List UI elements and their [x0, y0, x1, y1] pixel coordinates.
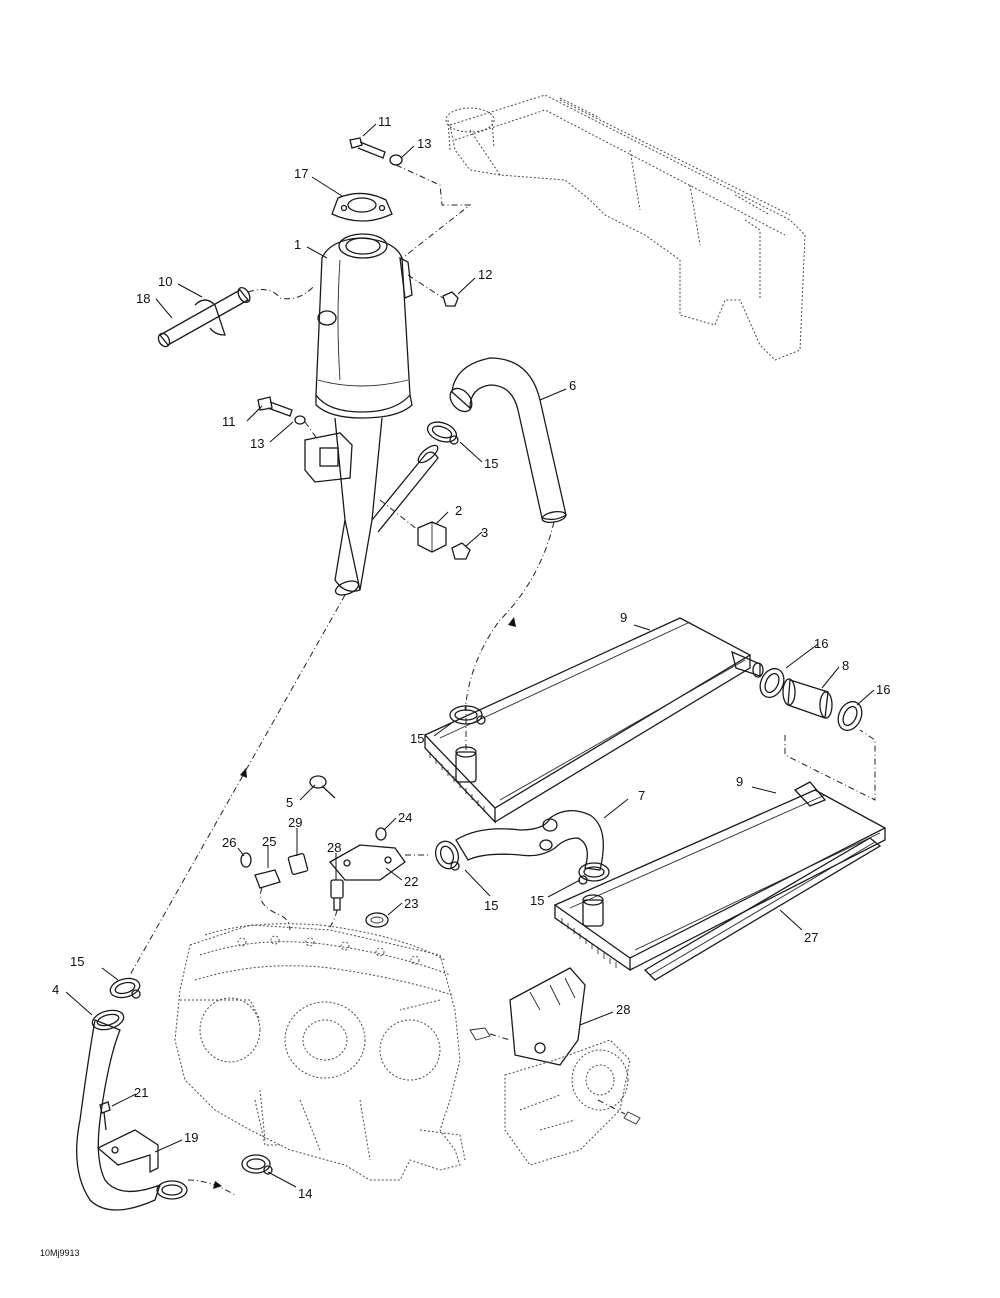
- screw-20: [99, 1101, 111, 1131]
- callout-labels: 11 13 17 1 10 18 12 11 13 15 2 3 6 9 16 …: [40, 114, 890, 1258]
- callout-27: 28: [327, 840, 341, 855]
- callout-4: 4: [52, 982, 59, 997]
- callout-13-top: 13: [417, 136, 431, 151]
- callout-11-mid: 11: [222, 414, 236, 429]
- retainer-2: [417, 521, 447, 553]
- washer-mid: [294, 415, 306, 425]
- engine: [174, 923, 466, 1181]
- screw-mid: [257, 396, 293, 417]
- vent-hose: [157, 284, 316, 348]
- drive-guard: [469, 967, 641, 1166]
- callout-20: 21: [134, 1085, 148, 1100]
- callout-15-hose4: 15: [70, 954, 84, 969]
- callout-15-hose7: 15: [484, 898, 498, 913]
- washer-top: [389, 154, 403, 166]
- clamp-15-hose4: [109, 977, 141, 999]
- clip-5: [309, 775, 336, 799]
- callout-5: 5: [286, 795, 293, 810]
- callout-1: 1: [294, 237, 301, 252]
- connector-29: [287, 853, 309, 875]
- callout-9-lower: 9: [736, 774, 743, 789]
- callout-2: 2: [455, 503, 462, 518]
- callout-23: 24: [398, 810, 412, 825]
- coolant-reservoir: [304, 233, 439, 596]
- callout-12: 12: [478, 267, 492, 282]
- callout-18: 18: [136, 291, 150, 306]
- sensor-27: [327, 879, 344, 931]
- leader-lines: [65, 123, 875, 1188]
- clamp-14: [241, 1154, 273, 1175]
- clamp-15-radiator-upper: [449, 705, 486, 725]
- callout-17: 17: [294, 166, 308, 181]
- callout-28: 28: [616, 1002, 630, 1017]
- hose-7: [455, 810, 604, 871]
- callout-26: 27: [804, 930, 818, 945]
- thermostat-housing: [329, 844, 430, 881]
- clamp-15-upper: [426, 421, 459, 445]
- callout-24: 25: [262, 834, 276, 849]
- callout-16-right: 16: [876, 682, 890, 697]
- callout-22: 23: [404, 896, 418, 911]
- screw-top: [349, 137, 386, 159]
- callout-21: 22: [404, 874, 418, 889]
- hose-4: [76, 1009, 188, 1211]
- callout-29: 29: [288, 815, 302, 830]
- nut-12: [442, 291, 459, 307]
- figure-code: 10Mj9913: [40, 1248, 80, 1258]
- radiator-upper: [423, 617, 764, 824]
- rubber-strip: [643, 837, 882, 981]
- callout-7: 7: [638, 788, 645, 803]
- callout-14: 14: [298, 1186, 312, 1201]
- callout-19: 19: [184, 1130, 198, 1145]
- callout-10: 10: [158, 274, 172, 289]
- callout-9-upper: 9: [620, 610, 627, 625]
- gasket-22: [365, 912, 389, 928]
- clip-25: [240, 852, 252, 868]
- temp-sensor-24: [254, 869, 291, 931]
- plug-23: [375, 827, 387, 841]
- air-box-assembly: [445, 94, 806, 361]
- reservoir-cap: [331, 192, 393, 222]
- hose-6: [449, 357, 567, 523]
- callout-15-upper: 15: [484, 456, 498, 471]
- callout-3: 3: [481, 525, 488, 540]
- clamp-15-radiator-lower: [578, 862, 610, 885]
- clamp-16-right: [837, 700, 863, 732]
- bracket-19: [96, 1129, 159, 1174]
- callout-15-radiator-lower: 15: [530, 893, 544, 908]
- radiator-lower: [553, 781, 887, 972]
- callout-11-top: 11: [378, 114, 392, 129]
- callout-8: 8: [842, 658, 849, 673]
- hose-8: [782, 678, 833, 719]
- clamp-15-hose7: [434, 840, 460, 871]
- clamp-16-left: [759, 667, 785, 699]
- nut-3: [451, 542, 471, 560]
- callout-16-left: 16: [814, 636, 828, 651]
- callout-25: 26: [222, 835, 236, 850]
- callout-6: 6: [569, 378, 576, 393]
- callout-15-radiator-upper: 15: [410, 731, 424, 746]
- callout-13-mid: 13: [250, 436, 264, 451]
